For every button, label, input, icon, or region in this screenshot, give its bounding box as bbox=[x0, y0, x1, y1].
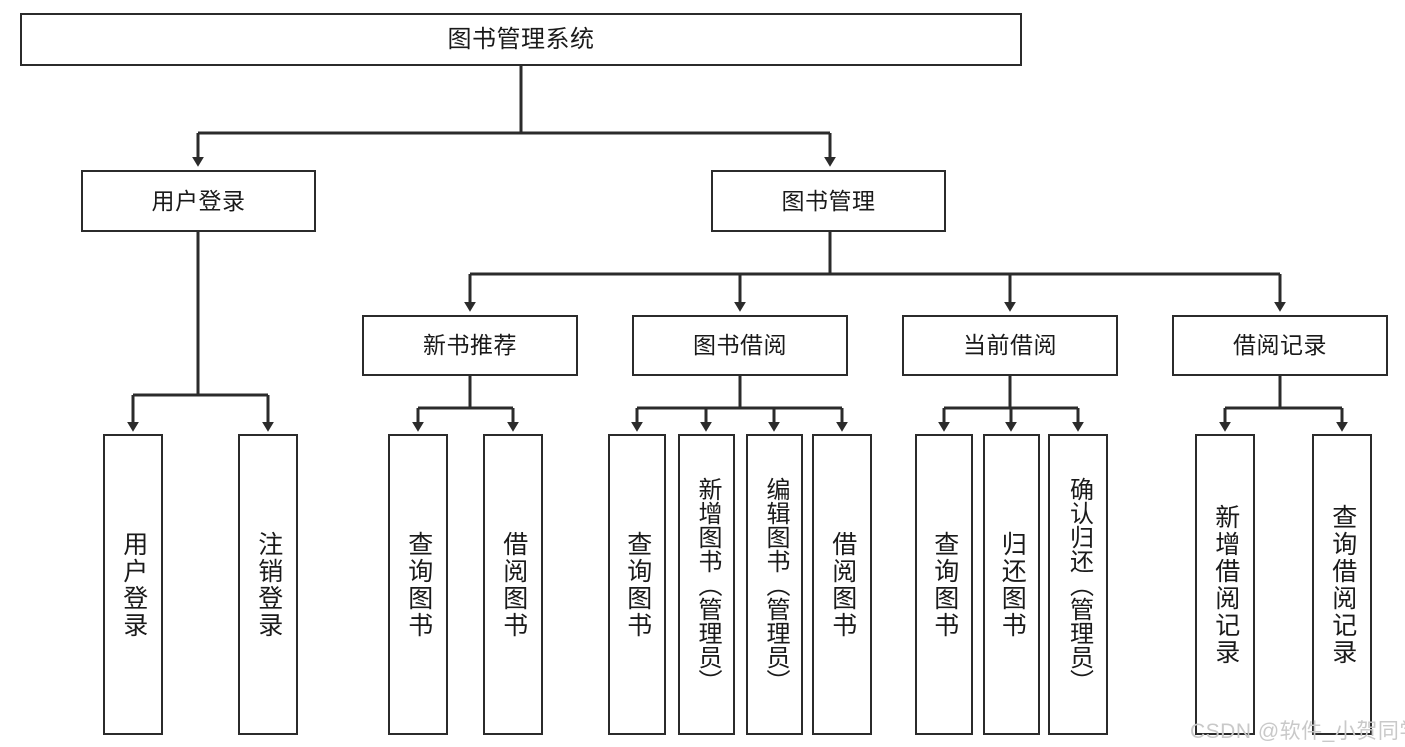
node-label: 用户登录 bbox=[119, 530, 148, 639]
node-label: 查询图书 bbox=[404, 530, 433, 639]
node-label: 借阅记录 bbox=[1233, 332, 1327, 359]
node-leaf-return-book[interactable]: 归还图书 bbox=[983, 434, 1040, 735]
node-leaf-add-record[interactable]: 新增借阅记录 bbox=[1195, 434, 1255, 735]
node-borrow-record[interactable]: 借阅记录 bbox=[1172, 315, 1388, 376]
node-label: 确认归还（管理员） bbox=[1065, 476, 1093, 693]
node-book-borrow[interactable]: 图书借阅 bbox=[632, 315, 848, 376]
node-label: 查询借阅记录 bbox=[1328, 503, 1357, 666]
node-leaf-query-book-3[interactable]: 查询图书 bbox=[915, 434, 973, 735]
node-label: 归还图书 bbox=[998, 530, 1027, 639]
node-book-management[interactable]: 图书管理 bbox=[711, 170, 946, 232]
node-leaf-confirm-return[interactable]: 确认归还（管理员） bbox=[1048, 434, 1108, 735]
node-label: 新增借阅记录 bbox=[1211, 503, 1240, 666]
node-user-login[interactable]: 用户登录 bbox=[81, 170, 316, 232]
node-label: 查询图书 bbox=[623, 530, 652, 639]
node-label: 编辑图书（管理员） bbox=[761, 476, 789, 693]
node-label: 新增图书（管理员） bbox=[693, 476, 721, 693]
node-label: 图书管理系统 bbox=[447, 25, 595, 53]
node-new-book-recommend[interactable]: 新书推荐 bbox=[362, 315, 578, 376]
node-label: 图书借阅 bbox=[693, 332, 787, 359]
watermark: CSDN @软件_小贺同学 bbox=[1190, 720, 1405, 743]
node-leaf-query-book-1[interactable]: 查询图书 bbox=[388, 434, 448, 735]
node-label: 图书管理 bbox=[781, 187, 876, 214]
node-leaf-borrow-book-1[interactable]: 借阅图书 bbox=[483, 434, 543, 735]
node-root-book-management-system[interactable]: 图书管理系统 bbox=[20, 13, 1022, 66]
node-leaf-user-login[interactable]: 用户登录 bbox=[103, 434, 163, 735]
node-leaf-add-book[interactable]: 新增图书（管理员） bbox=[678, 434, 735, 735]
node-label: 新书推荐 bbox=[423, 332, 517, 359]
node-leaf-query-record[interactable]: 查询借阅记录 bbox=[1312, 434, 1372, 735]
node-label: 用户登录 bbox=[151, 187, 246, 214]
node-leaf-query-book-2[interactable]: 查询图书 bbox=[608, 434, 666, 735]
node-current-borrow[interactable]: 当前借阅 bbox=[902, 315, 1118, 376]
node-label: 查询图书 bbox=[930, 530, 959, 639]
node-leaf-borrow-book-2[interactable]: 借阅图书 bbox=[812, 434, 872, 735]
node-label: 注销登录 bbox=[254, 530, 283, 639]
node-label: 借阅图书 bbox=[828, 530, 857, 639]
node-label: 当前借阅 bbox=[963, 332, 1057, 359]
node-label: 借阅图书 bbox=[499, 530, 528, 639]
node-leaf-edit-book[interactable]: 编辑图书（管理员） bbox=[746, 434, 803, 735]
node-leaf-logout-login[interactable]: 注销登录 bbox=[238, 434, 298, 735]
